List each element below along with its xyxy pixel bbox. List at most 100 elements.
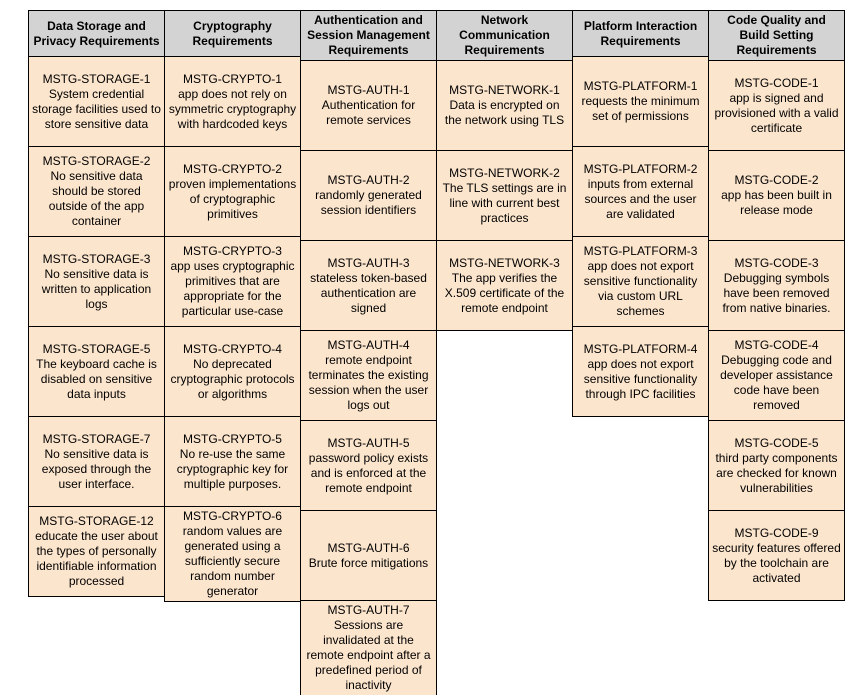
requirement-code: MSTG-CODE-9 <box>734 525 819 540</box>
requirement-description: proven implementations of cryptographic … <box>168 176 297 221</box>
requirement-code: MSTG-NETWORK-3 <box>449 255 560 270</box>
requirement-code: MSTG-STORAGE-12 <box>39 514 154 528</box>
requirement-cell: MSTG-AUTH-3 stateless token-based authen… <box>300 240 437 331</box>
requirement-cell: MSTG-NETWORK-3 The app verifies the X.50… <box>436 240 573 331</box>
requirement-code: MSTG-AUTH-5 <box>327 435 410 450</box>
requirement-description: randomly generated session identifiers <box>315 188 422 217</box>
requirement-code: MSTG-CODE-4 <box>734 338 819 352</box>
requirement-description: educate the user about the types of pers… <box>35 529 158 588</box>
requirement-description: random values are generated using a suff… <box>182 524 283 598</box>
column-platform: Platform Interaction Requirements MSTG-P… <box>572 10 709 417</box>
requirement-cell: MSTG-AUTH-7 Sessions are invalidated at … <box>300 600 437 695</box>
requirement-cell: MSTG-NETWORK-2 The TLS settings are in l… <box>436 150 573 241</box>
requirement-description: security features offered by the toolcha… <box>712 540 841 585</box>
requirement-cell: MSTG-CODE-5 third party components are c… <box>708 420 845 511</box>
requirement-description: app is signed and provisioned with a val… <box>714 90 839 135</box>
requirement-code: MSTG-STORAGE-5 <box>42 341 151 356</box>
requirement-description: requests the minimum set of permissions <box>581 94 700 123</box>
column-header-platform: Platform Interaction Requirements <box>572 10 709 57</box>
requirement-code: MSTG-CRYPTO-5 <box>183 431 282 446</box>
requirement-code: MSTG-PLATFORM-3 <box>583 244 698 258</box>
requirement-code: MSTG-CODE-5 <box>734 435 819 450</box>
requirement-code: MSTG-STORAGE-2 <box>42 154 151 168</box>
requirement-code: MSTG-CRYPTO-3 <box>183 244 282 258</box>
requirement-code: MSTG-CODE-1 <box>734 75 819 90</box>
requirement-description: Brute force mitigations <box>308 555 429 570</box>
requirement-code: MSTG-AUTH-6 <box>327 540 410 555</box>
requirement-description: No sensitive data is exposed through the… <box>41 446 152 491</box>
requirement-description: No deprecated cryptographic protocols or… <box>170 356 295 401</box>
requirement-cell: MSTG-CRYPTO-6 random values are generate… <box>164 506 301 602</box>
column-header-network: Network Communication Requirements <box>436 10 573 61</box>
requirement-cell: MSTG-PLATFORM-3 app does not export sens… <box>572 236 709 327</box>
column-code-quality: Code Quality and Build Setting Requireme… <box>708 10 845 601</box>
requirement-code: MSTG-STORAGE-7 <box>42 431 151 446</box>
requirement-cell: MSTG-CODE-2 app has been built in releas… <box>708 150 845 241</box>
requirement-cell: MSTG-PLATFORM-1 requests the minimum set… <box>572 56 709 147</box>
requirement-code: MSTG-CODE-3 <box>734 255 819 270</box>
requirement-code: MSTG-CRYPTO-2 <box>183 161 282 176</box>
requirement-code: MSTG-AUTH-4 <box>327 338 410 352</box>
requirement-code: MSTG-STORAGE-1 <box>42 71 151 86</box>
requirement-cell: MSTG-PLATFORM-4 app does not export sens… <box>572 326 709 417</box>
requirement-description: System credential storage facilities use… <box>32 86 161 131</box>
requirement-description: Sessions are invalidated at the remote e… <box>306 618 431 692</box>
requirement-description: app does not rely on symmetric cryptogra… <box>168 86 297 131</box>
requirement-cell: MSTG-AUTH-1 Authentication for remote se… <box>300 60 437 151</box>
requirement-code: MSTG-CRYPTO-6 <box>183 509 282 523</box>
requirement-cell: MSTG-CRYPTO-5 No re-use the same cryptog… <box>164 416 301 507</box>
column-header-authentication: Authentication and Session Management Re… <box>300 10 437 61</box>
column-header-data-storage: Data Storage and Privacy Requirements <box>28 10 165 57</box>
requirement-code: MSTG-CRYPTO-4 <box>183 341 282 356</box>
requirement-cell: MSTG-CODE-3 Debugging symbols have been … <box>708 240 845 331</box>
requirement-cell: MSTG-CRYPTO-4 No deprecated cryptographi… <box>164 326 301 417</box>
column-header-cryptography: Cryptography Requirements <box>164 10 301 57</box>
requirement-description: The app verifies the X.509 certificate o… <box>444 270 565 315</box>
requirement-description: inputs from external sources and the use… <box>584 176 697 221</box>
requirement-code: MSTG-PLATFORM-4 <box>583 341 698 356</box>
requirement-cell: MSTG-STORAGE-5 The keyboard cache is dis… <box>28 326 165 417</box>
requirement-description: Authentication for remote services <box>321 98 416 127</box>
requirement-code: MSTG-CRYPTO-1 <box>183 71 282 86</box>
requirement-description: stateless token-based authentication are… <box>310 270 427 315</box>
requirement-cell: MSTG-CODE-9 security features offered by… <box>708 510 845 601</box>
requirement-cell: MSTG-NETWORK-1 Data is encrypted on the … <box>436 60 573 151</box>
requirement-description: The keyboard cache is disabled on sensit… <box>36 356 157 401</box>
requirement-cell: MSTG-STORAGE-3 No sensitive data is writ… <box>28 236 165 327</box>
requirement-description: The TLS settings are in line with curren… <box>442 180 567 225</box>
column-authentication: Authentication and Session Management Re… <box>300 10 437 695</box>
requirement-description: app has been built in release mode <box>721 188 832 217</box>
requirements-grid: Data Storage and Privacy Requirements MS… <box>28 10 861 695</box>
requirement-description: remote endpoint terminates the existing … <box>308 353 429 412</box>
requirement-code: MSTG-AUTH-2 <box>327 173 410 187</box>
column-network: Network Communication Requirements MSTG-… <box>436 10 573 331</box>
requirement-cell: MSTG-AUTH-5 password policy exists and i… <box>300 420 437 511</box>
requirement-description: app does not export sensitive functional… <box>583 259 698 318</box>
requirement-cell: MSTG-PLATFORM-2 inputs from external sou… <box>572 146 709 237</box>
requirement-cell: MSTG-STORAGE-7 No sensitive data is expo… <box>28 416 165 507</box>
column-cryptography: Cryptography Requirements MSTG-CRYPTO-1 … <box>164 10 301 602</box>
requirement-code: MSTG-AUTH-7 <box>327 603 410 617</box>
requirement-cell: MSTG-CODE-4 Debugging code and developer… <box>708 330 845 421</box>
requirement-description: No sensitive data should be stored outsi… <box>48 169 145 228</box>
requirement-code: MSTG-NETWORK-1 <box>449 83 560 97</box>
requirement-cell: MSTG-CRYPTO-1 app does not rely on symme… <box>164 56 301 147</box>
column-data-storage: Data Storage and Privacy Requirements MS… <box>28 10 165 597</box>
requirement-cell: MSTG-AUTH-6 Brute force mitigations <box>300 510 437 601</box>
requirement-cell: MSTG-CRYPTO-2 proven implementations of … <box>164 146 301 237</box>
requirement-cell: MSTG-AUTH-4 remote endpoint terminates t… <box>300 330 437 421</box>
requirement-description: Data is encrypted on the network using T… <box>444 98 565 127</box>
requirement-description: third party components are checked for k… <box>715 450 838 495</box>
requirement-cell: MSTG-AUTH-2 randomly generated session i… <box>300 150 437 241</box>
requirement-description: Debugging symbols have been removed from… <box>722 270 831 315</box>
requirement-description: app uses cryptographic primitives that a… <box>170 259 295 318</box>
requirement-description: app does not export sensitive functional… <box>583 356 698 401</box>
requirement-code: MSTG-PLATFORM-2 <box>583 161 698 176</box>
requirement-code: MSTG-CODE-2 <box>734 173 819 187</box>
requirement-code: MSTG-NETWORK-2 <box>449 165 560 180</box>
requirement-description: No re-use the same cryptographic key for… <box>176 446 289 491</box>
requirement-cell: MSTG-STORAGE-12 educate the user about t… <box>28 506 165 597</box>
requirement-description: password policy exists and is enforced a… <box>308 450 429 495</box>
requirement-cell: MSTG-CRYPTO-3 app uses cryptographic pri… <box>164 236 301 327</box>
